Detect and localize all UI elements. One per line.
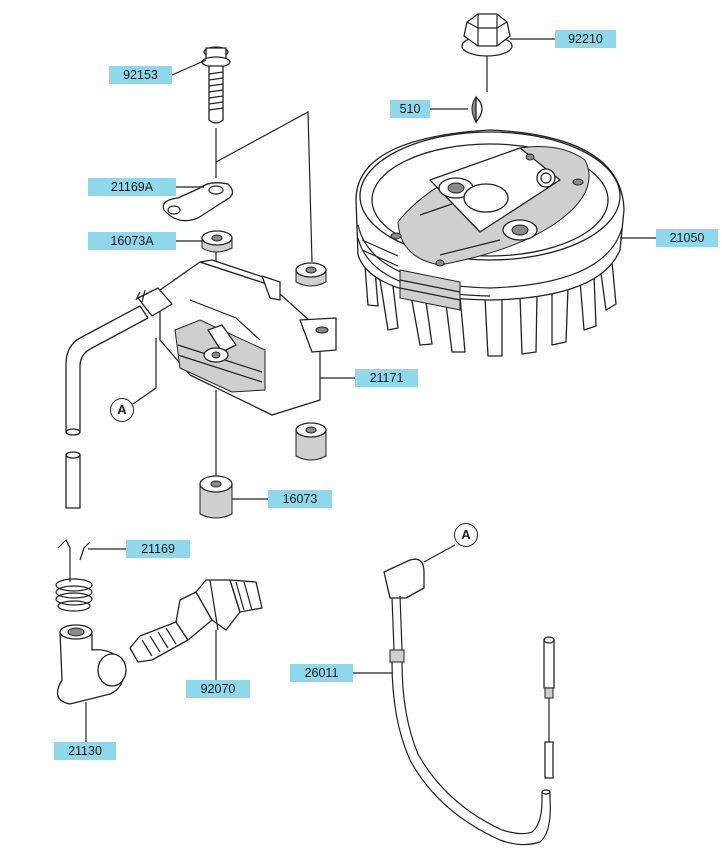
- coil-bolt: [201, 46, 231, 124]
- reference-callout-a: A: [110, 398, 134, 422]
- part-label-21169[interactable]: 21169: [126, 540, 190, 558]
- leader-lines: [88, 38, 656, 674]
- stop-lead-wire: [383, 558, 555, 846]
- ignition-coil: [159, 259, 337, 416]
- spacer-right: [295, 262, 327, 287]
- spacer-16073: [199, 475, 233, 519]
- spark-plug-spring: [55, 538, 93, 612]
- part-label-92070[interactable]: 92070: [186, 680, 250, 698]
- part-label-21130[interactable]: 21130: [54, 742, 116, 760]
- part-label-21171[interactable]: 21171: [355, 369, 418, 387]
- flywheel-nut: [461, 13, 513, 57]
- part-label-92153[interactable]: 92153: [109, 66, 172, 84]
- spark-plug: [129, 579, 263, 663]
- part-label-26011[interactable]: 26011: [290, 664, 353, 682]
- coil-high-tension-lead: [65, 287, 173, 509]
- coil-washer-plate: [162, 182, 234, 222]
- flywheel: [355, 129, 625, 357]
- part-label-16073[interactable]: 16073: [268, 490, 332, 508]
- part-label-21050[interactable]: 21050: [656, 229, 718, 247]
- spacer-16073a: [201, 230, 233, 253]
- part-label-16073a[interactable]: 16073A: [88, 232, 176, 250]
- part-label-21169a[interactable]: 21169A: [88, 178, 176, 196]
- woodruff-key: [471, 95, 483, 124]
- reference-callout-a: A: [454, 523, 478, 547]
- spacer-lower-right: [295, 422, 327, 461]
- part-label-92210[interactable]: 92210: [555, 30, 616, 48]
- part-label-510[interactable]: 510: [390, 100, 430, 118]
- spark-plug-cap: [56, 624, 127, 705]
